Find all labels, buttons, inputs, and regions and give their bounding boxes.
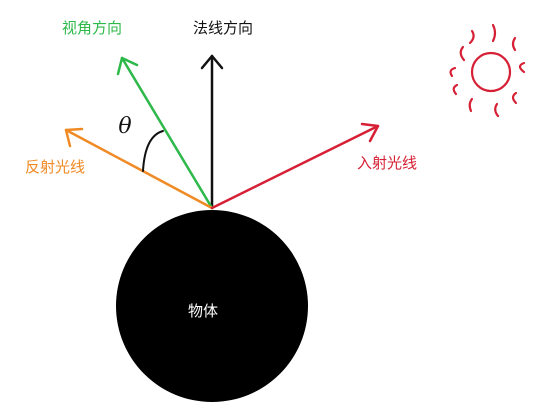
sun-icon [449,23,526,118]
incident-ray-arrow [210,122,380,210]
view-direction-arrow [116,56,214,210]
normal-direction-arrow [200,54,224,210]
incident-ray-label: 入射光线 [357,154,417,172]
view-direction-label: 视角方向 [62,19,122,37]
theta-symbol: θ [118,114,131,139]
object-sphere [116,210,308,402]
normal-direction-label: 法线方向 [193,19,253,37]
reflected-ray-arrow [64,127,214,210]
reflected-ray-label: 反射光线 [25,158,85,176]
object-label: 物体 [188,302,218,320]
angle-arc [142,130,164,172]
